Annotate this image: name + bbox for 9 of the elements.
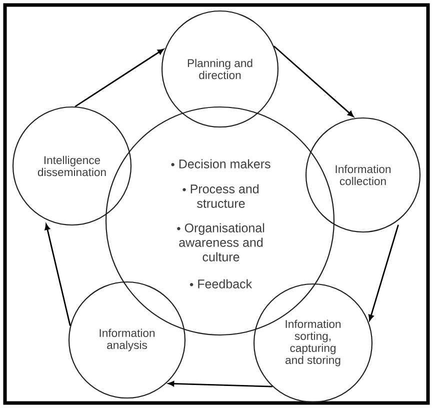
bullet-item: Organisational awareness and culture <box>177 223 264 262</box>
arrow <box>368 224 399 321</box>
bullet-item: Decision makers <box>171 159 270 168</box>
arrow <box>74 48 164 108</box>
arrow <box>44 224 71 326</box>
arrow <box>273 46 354 117</box>
bullet-item: Process and structure <box>182 184 259 208</box>
bullet-item: Feedback <box>190 279 252 288</box>
arrow <box>168 381 272 388</box>
